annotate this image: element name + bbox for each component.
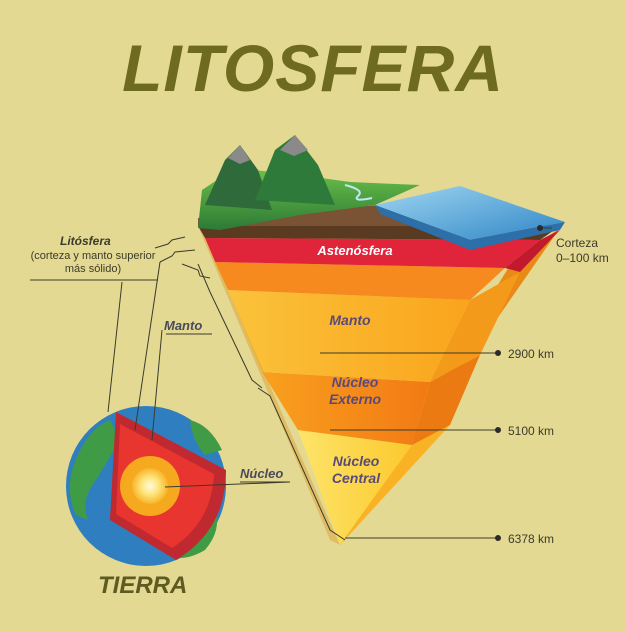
asthenosphere-layer xyxy=(205,238,540,268)
outer-core-layer xyxy=(262,372,430,445)
dot-corteza xyxy=(537,225,543,231)
globe-inner-core xyxy=(132,468,168,504)
river xyxy=(344,184,373,201)
dot-2900 xyxy=(495,350,501,356)
globe-land-1 xyxy=(69,420,120,520)
nucleo-central-layer-label: Núcleo Central xyxy=(306,453,406,487)
leader-lines xyxy=(30,227,552,541)
nucleo-externo-line1: Núcleo xyxy=(331,374,379,390)
ocean-surface xyxy=(375,186,565,240)
inner-core-side xyxy=(340,425,450,545)
dot-5100 xyxy=(495,427,501,433)
globe-leader-top xyxy=(134,261,161,431)
manto-long-bracket xyxy=(197,263,263,389)
nucleo-externo-layer-label: Núcleo Externo xyxy=(300,374,410,408)
litosfera-label: Litósfera xyxy=(60,234,111,248)
dot-6378 xyxy=(495,535,501,541)
mountain-left xyxy=(205,145,272,210)
depth-dots xyxy=(495,225,543,541)
astenosfera-layer-label: Astenósfera xyxy=(317,243,393,258)
manto-layer-label: Manto xyxy=(329,312,371,328)
earth-globe xyxy=(66,406,226,566)
page-title: LITOSFERA xyxy=(122,31,504,105)
nucleo-externo-line2: Externo xyxy=(328,391,382,407)
corteza-range: 0–100 km xyxy=(556,251,609,265)
manto-bracket xyxy=(181,263,211,279)
nucleo-label: Núcleo xyxy=(240,466,284,481)
litosfera-bracket-2 xyxy=(159,249,196,263)
mountain-right xyxy=(255,135,335,205)
globe-land-3 xyxy=(190,420,222,455)
inner-core-layer xyxy=(298,430,412,545)
ocean-depth xyxy=(375,205,565,250)
nucleo-bracket xyxy=(257,387,346,541)
nucleo-leader xyxy=(164,481,291,488)
litosfera-description: (corteza y manto superior más sólido) xyxy=(30,250,156,275)
litosfera-bracket xyxy=(154,236,186,249)
litosfera-leader xyxy=(107,281,123,413)
mountain-left-peak xyxy=(228,145,250,164)
nucleo-central-line1: Núcleo xyxy=(332,453,380,469)
mantle-side xyxy=(430,272,520,382)
depth-label-6378: 6378 km xyxy=(508,532,555,546)
corteza-name: Corteza xyxy=(556,236,599,250)
upper-mantle-layer xyxy=(215,262,505,300)
depth-label-5100: 5100 km xyxy=(508,424,555,438)
manto-label: Manto xyxy=(164,318,203,333)
mantle-layer xyxy=(228,290,470,382)
globe-leader-mid xyxy=(151,329,163,441)
nucleo-central-line2: Central xyxy=(331,470,381,486)
mountain-right-peak xyxy=(280,135,308,156)
depth-label-2900: 2900 km xyxy=(508,347,555,361)
earth-wedge xyxy=(198,135,565,545)
wedge-left-edge xyxy=(198,226,340,545)
corteza-label: Corteza 0–100 km xyxy=(556,236,609,266)
outer-core-side xyxy=(412,355,480,445)
asthenosphere-side xyxy=(505,230,560,272)
tierra-label: TIERRA xyxy=(98,572,188,599)
